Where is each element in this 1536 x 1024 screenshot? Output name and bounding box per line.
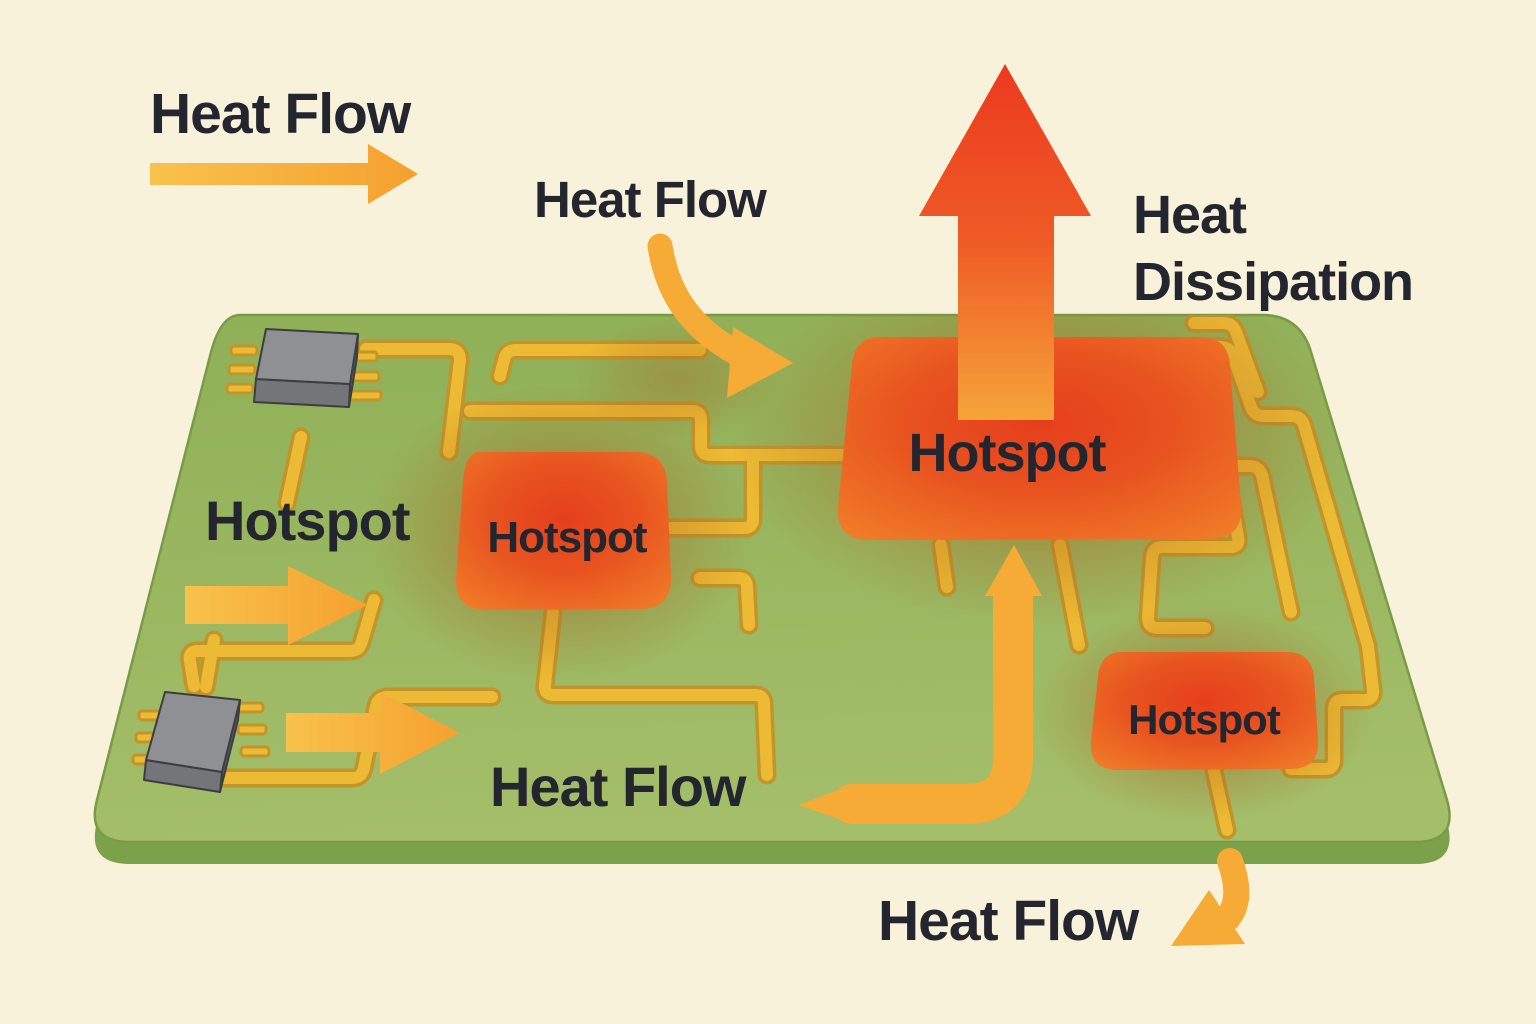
- hotspot-board-label: Hotspot: [205, 489, 410, 552]
- smd-chip-top-left: [225, 328, 383, 408]
- heat-flow-bottom-center-label: Heat Flow: [490, 755, 747, 818]
- up-arrowhead: [985, 545, 1042, 596]
- heat-dissipation-label-line2: Dissipation: [1133, 252, 1413, 312]
- heat-flow-curve-down-arrow-icon: [647, 233, 753, 368]
- chip-pin: [225, 382, 255, 395]
- hotspot-medium-label: Hotspot: [487, 513, 648, 562]
- chip-pin: [239, 745, 271, 758]
- heat-flow-left-mid-arrow-icon: [185, 566, 368, 645]
- up-arrow-tail: [798, 784, 854, 824]
- heat-flow-bottom-right-label: Heat Flow: [878, 889, 1140, 953]
- heat-flow-bottom-left-arrow-icon: [286, 692, 460, 774]
- hotspot-medium: [455, 452, 672, 610]
- hotspot-small-label: Hotspot: [1128, 696, 1281, 743]
- circuit-board: [93, 313, 1451, 864]
- chip-pin: [236, 723, 268, 736]
- heat-flow-right-arrow-icon: [150, 144, 418, 204]
- heat-flow-down-curved-arrow-icon: [1171, 848, 1250, 946]
- hotspot-large: [837, 337, 1242, 540]
- heat-flow-mid-label: Heat Flow: [534, 171, 767, 228]
- heat-dissipation-up-arrow-icon: [919, 64, 1091, 420]
- chip-top-face: [255, 328, 359, 385]
- chip-top-face: [145, 691, 241, 773]
- heat-flow-up-curved-arrow-icon: [798, 545, 1042, 824]
- heat-flow-top-left-label: Heat Flow: [150, 82, 412, 146]
- heat-flow-curve-down-arrowhead: [727, 327, 793, 398]
- smd-chip-bottom-left: [131, 691, 271, 793]
- heat-dissipation-label-line1: Heat: [1133, 185, 1247, 245]
- arrows: [150, 64, 1250, 946]
- chip-pin: [227, 363, 257, 376]
- hotspot-large-label: Hotspot: [909, 423, 1107, 483]
- down-arrowhead: [1171, 890, 1245, 946]
- chip-pin: [229, 344, 259, 357]
- chip-pin: [347, 389, 383, 402]
- hotspot-small: [1090, 652, 1319, 770]
